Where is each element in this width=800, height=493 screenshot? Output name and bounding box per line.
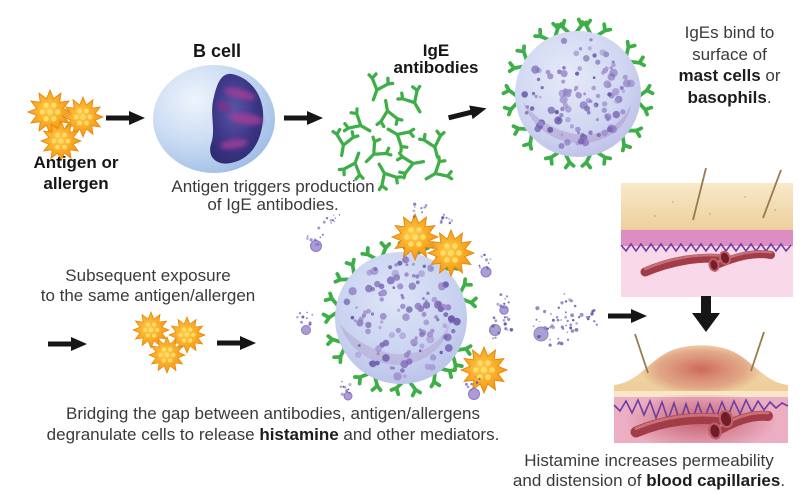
capillary-icon [640, 250, 775, 277]
ige-label-line2: antibodies [393, 58, 479, 77]
arrow-right-icon [48, 337, 87, 351]
hair-icon [634, 331, 765, 374]
hair-icon [692, 167, 782, 221]
histamine-granule-cloud [489, 293, 598, 347]
exposure-caption: Subsequent exposure to the same antigen/… [23, 266, 273, 306]
ige-antibody-cluster [327, 70, 456, 194]
arrow-right-icon [106, 111, 145, 125]
skin-panel-normal [620, 167, 793, 297]
membrane-zigzag [613, 397, 789, 425]
histamine-caption: Histamine increases permeability and dis… [498, 451, 800, 490]
antibody-icon [327, 126, 361, 160]
mast-cell-nucleus [340, 322, 450, 365]
mast-cell-illustration [500, 16, 656, 172]
epidermis-strip [614, 391, 788, 397]
antibody-icon [418, 153, 456, 192]
capillary-icon [630, 409, 773, 440]
arrow-right-icon [217, 336, 256, 350]
arrow-right-icon [608, 309, 647, 323]
binding-caption: IgEs bind to surface of mast cells or ba… [662, 22, 797, 108]
binding-caption-line1: IgEs bind to [684, 23, 775, 42]
binding-caption-line4: basophils. [687, 87, 772, 107]
production-caption: Antigen triggers production of IgE antib… [163, 178, 383, 214]
antigen-cluster [132, 311, 206, 374]
production-caption-line2: of IgE antibodies. [207, 195, 339, 214]
antibody-icon [355, 133, 395, 173]
b-cell-illustration [153, 65, 275, 173]
mast-cell-granules [343, 256, 461, 381]
released-granules [296, 202, 510, 401]
ige-label: IgE antibodies [381, 42, 491, 76]
ige-label-line1: IgE [422, 41, 450, 60]
antigen-label-line2: allergen [43, 174, 109, 193]
antibody-icon [394, 147, 428, 181]
antibody-icon [359, 70, 396, 106]
arrow-down-icon [692, 296, 720, 332]
wheal-redness [639, 345, 763, 395]
degranulation-caption-line1: Bridging the gap between antibodies, ant… [66, 404, 480, 423]
exposure-caption-line1: Subsequent exposure [65, 266, 231, 285]
binding-caption-line2: surface of [692, 44, 767, 64]
degranulation-caption: Bridging the gap between antibodies, ant… [23, 404, 523, 445]
antigen-label: Antigen or allergen [11, 152, 141, 194]
arrow-right-icon [284, 111, 323, 125]
binding-caption-line3: mast cells or [678, 66, 781, 85]
antigen-label-line1: Antigen or [33, 153, 119, 172]
b-cell-label: B cell [192, 41, 242, 61]
mast-cell-granules [521, 37, 635, 149]
antigen-star-icon [132, 311, 170, 349]
epidermis-layer [621, 183, 793, 230]
arrow-right-icon [446, 101, 489, 125]
basal-layer [621, 230, 793, 246]
degranulating-mast-cell-illustration [296, 202, 510, 401]
antibody-icon [371, 96, 405, 130]
production-caption-line1: Antigen triggers production [171, 177, 375, 196]
exposure-caption-line2: to the same antigen/allergen [40, 286, 256, 305]
membrane-zigzag [620, 242, 792, 253]
nucleus-chromatin [216, 88, 263, 149]
histamine-caption-line1: Histamine increases permeability [524, 451, 774, 470]
skin-panel-inflamed [613, 331, 789, 443]
antibody-icon [380, 116, 418, 155]
epidermis-specks [654, 196, 776, 217]
histamine-caption-line2: and distension of blood capillaries. [512, 470, 786, 490]
antibody-icon [394, 82, 433, 120]
degranulation-caption-line2: degranulate cells to release histamine a… [46, 424, 500, 444]
antibody-icon [417, 127, 452, 163]
